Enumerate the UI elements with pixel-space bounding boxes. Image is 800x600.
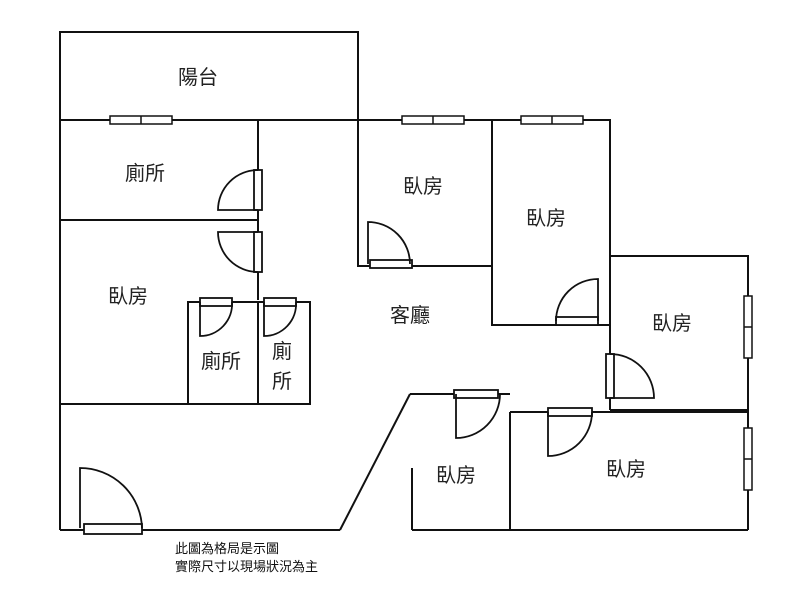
- label-bedroom-bottom-center: 臥房: [436, 463, 476, 487]
- room-labels: 陽台 廁所 臥房 廁所 廁 所 臥房 臥房 客廳 臥房 臥房 臥房: [108, 65, 692, 487]
- diagonal-wall: [339, 393, 411, 531]
- bedroom-right-walls: [610, 255, 749, 412]
- walls: [59, 31, 749, 531]
- label-bedroom-bottom-right: 臥房: [606, 457, 646, 481]
- door-bedroom-bottom-center: [453, 389, 501, 439]
- disclaimer-note: 此圖為格局是示圖 實際尺寸以現場狀況為主: [175, 541, 318, 577]
- door-entrance: [79, 467, 143, 535]
- door-toilet-small-a: [199, 297, 233, 337]
- label-bedroom-right: 臥房: [652, 311, 692, 335]
- label-balcony: 陽台: [178, 65, 218, 89]
- disclaimer-line-2: 實際尺寸以現場狀況為主: [175, 560, 319, 575]
- label-bedroom-center-right: 臥房: [526, 206, 566, 230]
- door-toilet-small-b: [263, 297, 297, 337]
- label-toilet-small-b-2: 所: [272, 369, 292, 393]
- label-bedroom-left: 臥房: [108, 284, 148, 308]
- doors: [79, 169, 655, 535]
- windows: [109, 115, 753, 491]
- label-living-room: 客廳: [390, 303, 430, 327]
- door-bedroom-ct: [367, 221, 413, 269]
- door-toilet-top: [217, 169, 263, 211]
- disclaimer-line-1: 此圖為格局是示圖: [175, 542, 280, 557]
- label-toilet-top: 廁所: [125, 161, 165, 185]
- label-toilet-small-a: 廁所: [201, 349, 241, 373]
- door-bedroom-cr: [555, 278, 599, 326]
- door-bedroom-right: [605, 353, 655, 399]
- label-bedroom-center-top: 臥房: [403, 174, 443, 198]
- bedroom-ct-walls: [357, 120, 492, 267]
- door-bedroom-left: [217, 231, 263, 273]
- door-bedroom-bottom-right: [547, 407, 593, 457]
- label-toilet-small-b-1: 廁: [272, 339, 292, 363]
